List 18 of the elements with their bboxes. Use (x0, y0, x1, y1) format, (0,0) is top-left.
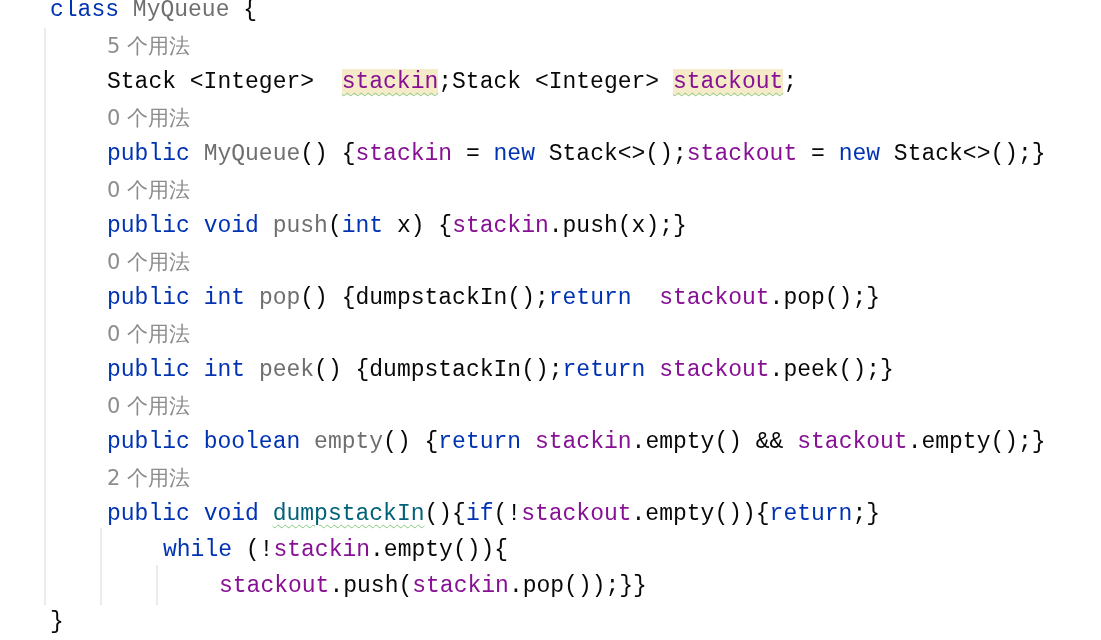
usage-hint: 0 个用法 (107, 177, 191, 204)
code-line: Stack <Integer> stackin;Stack <Integer> stackout; (107, 68, 798, 97)
code-line: public void push(int x) {stackin.push(x);} (107, 212, 687, 241)
code-line: stackout.push(stackin.pop());}} (219, 572, 647, 601)
usage-hint: 5 个用法 (107, 33, 191, 60)
code-line: } (50, 608, 64, 637)
code-line: class MyQueue { (50, 0, 258, 25)
code-line: while (!stackin.empty()){ (163, 536, 509, 565)
usage-hint: 0 个用法 (107, 393, 191, 420)
usage-hint: 0 个用法 (107, 321, 191, 348)
code-line: public int pop() {dumpstackIn();return stackout.pop();} (107, 284, 881, 313)
usage-hint: 0 个用法 (107, 249, 191, 276)
code-line: public boolean empty() {return stackin.empty() && stackout.empty();} (107, 428, 1046, 457)
code-line: public MyQueue() {stackin = new Stack<>();stackout = new Stack<>();} (107, 140, 1046, 169)
usage-hint: 2 个用法 (107, 465, 191, 492)
code-line: public int peek() {dumpstackIn();return stackout.peek();} (107, 356, 894, 385)
usage-hint: 0 个用法 (107, 105, 191, 132)
code-line: public void dumpstackIn(){if(!stackout.empty()){return;} (107, 500, 881, 529)
